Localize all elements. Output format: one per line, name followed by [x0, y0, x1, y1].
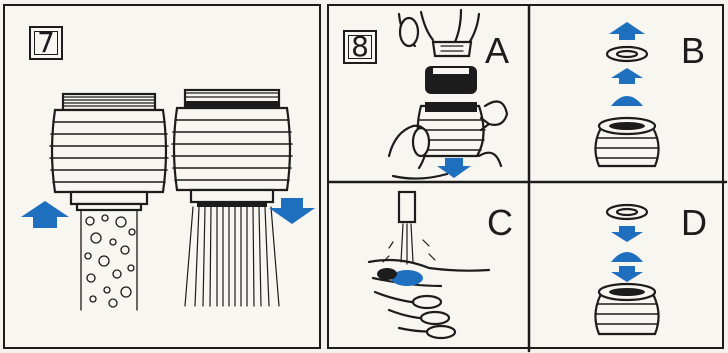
step-8d-cell: D	[529, 182, 726, 351]
disassemble-parts-illustration	[529, 6, 726, 182]
step-8c-cell: C	[329, 182, 529, 351]
arrow-down-icon	[611, 266, 643, 282]
step-8b-cell: B	[529, 6, 726, 182]
unscrew-aerator-illustration	[329, 6, 529, 182]
arrow-up-icon	[609, 22, 645, 40]
aerator-comparison-illustration	[5, 6, 323, 351]
arrow-up-icon	[21, 201, 69, 228]
step-8-panel: 8 A	[327, 4, 724, 349]
straight-flow-aerator	[172, 90, 292, 306]
arrow-down-icon	[611, 226, 643, 242]
arrow-down-icon	[269, 198, 315, 224]
reassemble-parts-illustration	[529, 182, 726, 351]
arrow-up-icon	[611, 68, 643, 84]
aerated-flow-aerator	[50, 94, 168, 310]
step-7-panel: 7	[3, 4, 321, 349]
step-8a-cell: A	[329, 6, 529, 182]
rinse-screen-illustration	[329, 182, 529, 351]
